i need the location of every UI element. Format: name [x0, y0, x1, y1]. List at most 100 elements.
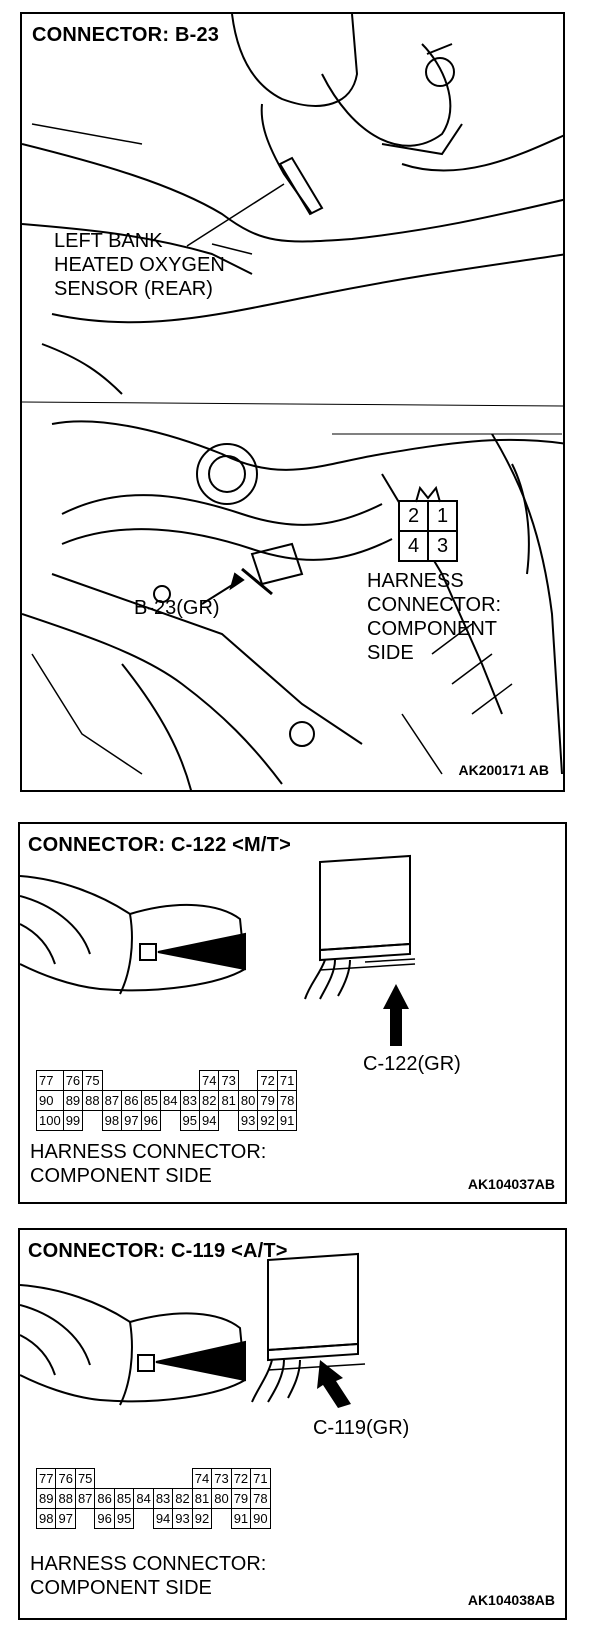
pin-cell: 76: [62, 1070, 84, 1091]
empty-pin-cell: [102, 1071, 121, 1091]
pin-cell: 74: [191, 1468, 213, 1489]
connector-callout: C-122(GR): [363, 1053, 461, 1075]
pin-cell: 92: [191, 1508, 213, 1529]
empty-pin-cell: [134, 1469, 153, 1489]
pin-cell: 4: [400, 532, 429, 560]
pin-cell: 100: [36, 1110, 64, 1131]
pin-cell: 83: [179, 1090, 200, 1111]
arrow-icon: [317, 1360, 351, 1408]
pin-cell: 80: [211, 1488, 232, 1509]
pin-cell: 97: [121, 1110, 142, 1131]
empty-pin-cell: [122, 1071, 141, 1091]
pin-cell: 82: [172, 1488, 193, 1509]
harness-label-line: SIDE: [367, 642, 414, 664]
empty-pin-cell: [114, 1469, 133, 1489]
pin-cell: 96: [94, 1508, 115, 1529]
pin-cell: 88: [55, 1488, 76, 1509]
pin-cell: 78: [250, 1488, 271, 1509]
empty-pin-cell: [219, 1111, 238, 1131]
pin-cell: 74: [198, 1070, 220, 1091]
empty-pin-cell: [95, 1469, 114, 1489]
pin-cell: 91: [230, 1508, 252, 1529]
empty-pin-cell: [180, 1071, 199, 1091]
pin-cell: 72: [230, 1468, 252, 1489]
empty-pin-cell: [212, 1509, 231, 1529]
pin-cell: 87: [74, 1488, 96, 1509]
pin-cell: 77: [35, 1468, 57, 1489]
pin-cell: 95: [113, 1508, 135, 1529]
pin-cell: 94: [198, 1110, 220, 1131]
engine-illustration: [22, 14, 563, 790]
harness-label-line: COMPONENT: [367, 618, 497, 640]
pin-cell: 3: [436, 535, 449, 557]
dashboard-illustration: [20, 854, 416, 1046]
pin-cell: 72: [257, 1070, 278, 1091]
sensor-label-line: SENSOR (REAR): [54, 278, 213, 300]
connector-title: CONNECTOR: B-23: [32, 24, 220, 46]
harness-label-line: HARNESS CONNECTOR:: [30, 1141, 267, 1163]
connector-callout: B-23(GR): [134, 597, 220, 619]
pin-cell: 2: [400, 502, 429, 532]
pin-cell: 88: [82, 1090, 103, 1111]
pin-cell: 92: [257, 1110, 278, 1131]
pin-cell: 85: [113, 1488, 135, 1509]
pin-diagram: 2 1 4 3: [398, 500, 458, 562]
pin-cell: 98: [101, 1110, 123, 1131]
pin-cell: 81: [218, 1090, 239, 1111]
pin-cell: 97: [55, 1508, 76, 1529]
pin-cell: 94: [152, 1508, 174, 1529]
pin-cell: 75: [82, 1070, 103, 1091]
empty-pin-cell: [141, 1071, 160, 1091]
pin-cell: 73: [211, 1468, 232, 1489]
pin-cell: 83: [152, 1488, 174, 1509]
harness-label: HARNESS CONNECTOR: COMPONENT SIDE: [367, 569, 501, 665]
empty-pin-cell: [83, 1111, 102, 1131]
connector-b23-panel: CONNECTOR: B-23 LEFT BANK HEATED OXYGEN …: [20, 12, 565, 792]
pin-cell: 89: [35, 1488, 57, 1509]
pin-cell: 75: [74, 1468, 96, 1489]
pin-cell: 79: [257, 1090, 278, 1111]
harness-label-line: COMPONENT SIDE: [30, 1577, 212, 1599]
pin-cell: 86: [94, 1488, 115, 1509]
pin-cell: 91: [276, 1110, 298, 1131]
empty-pin-cell: [161, 1111, 180, 1131]
pin-cell: 84: [160, 1090, 181, 1111]
harness-label-line: HARNESS: [367, 570, 464, 592]
pin-cell: 78: [276, 1090, 298, 1111]
pin-cell: 99: [62, 1110, 84, 1131]
empty-pin-cell: [134, 1509, 153, 1529]
pin-cell: 96: [140, 1110, 162, 1131]
pin-cell: 84: [133, 1488, 154, 1509]
sensor-label-line: HEATED OXYGEN: [54, 254, 225, 276]
pin-cell: 76: [55, 1468, 76, 1489]
pin-cell: 77: [36, 1070, 64, 1091]
pin-cell: 85: [140, 1090, 162, 1111]
harness-label-line: COMPONENT SIDE: [30, 1165, 212, 1187]
pin-cell: 79: [230, 1488, 252, 1509]
sensor-label: LEFT BANK HEATED OXYGEN SENSOR (REAR): [54, 229, 225, 301]
figure-code: AK104038AB: [467, 1592, 555, 1608]
pin-cell: 90: [36, 1090, 64, 1111]
empty-pin-cell: [161, 1071, 180, 1091]
pin-cell: 89: [62, 1090, 84, 1111]
pin-cell: 87: [101, 1090, 123, 1111]
sensor-label-line: LEFT BANK: [54, 230, 163, 252]
pin-cell: 82: [198, 1090, 220, 1111]
empty-pin-cell: [173, 1469, 192, 1489]
empty-pin-cell: [75, 1509, 94, 1529]
empty-pin-cell: [153, 1469, 172, 1489]
pin-cell: 86: [121, 1090, 142, 1111]
pin-cell: 93: [237, 1110, 259, 1131]
connector-title: CONNECTOR: C-122 <M/T>: [28, 834, 291, 856]
pin-cell: 98: [35, 1508, 57, 1529]
empty-pin-cell: [238, 1071, 257, 1091]
connector-latch-icon: [415, 485, 441, 503]
pin-cell: 90: [250, 1508, 271, 1529]
